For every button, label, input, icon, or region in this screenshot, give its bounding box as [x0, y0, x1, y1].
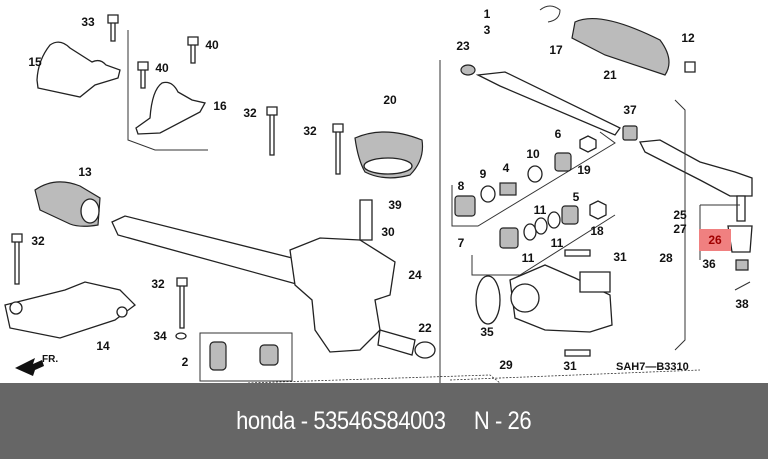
bushing-2a: [209, 341, 227, 371]
nut-19: [579, 135, 597, 153]
callout-32: 32: [303, 124, 317, 138]
bolt-40a: [187, 36, 199, 64]
nut-18: [589, 200, 607, 220]
bracket-15: [36, 41, 121, 98]
collar-7: [499, 227, 519, 249]
callout-4: 4: [503, 161, 510, 175]
callout-11: 11: [522, 251, 535, 265]
callout-14: 14: [96, 339, 110, 353]
callout-20: 20: [383, 93, 397, 107]
callout-26: 26: [708, 233, 722, 247]
mount-14: [4, 281, 136, 339]
callout-38: 38: [735, 297, 749, 311]
callout-25: 25: [673, 208, 687, 222]
bolt-32c: [11, 233, 23, 285]
bellows-21: [571, 17, 670, 76]
callout-18: 18: [590, 224, 604, 238]
callout-39: 39: [388, 198, 402, 212]
nut-37: [622, 125, 638, 141]
bracket-16: [135, 81, 206, 135]
callout-31: 31: [613, 250, 627, 264]
seal-5: [561, 205, 579, 225]
tie-rod-end: [638, 139, 753, 197]
callout-15: 15: [28, 55, 42, 69]
lock-washer-23: [460, 64, 476, 76]
seal-9: [480, 185, 496, 203]
callout-28: 28: [659, 251, 673, 265]
boot-26: [727, 225, 753, 253]
bushing-6: [554, 152, 572, 172]
callout-32: 32: [243, 106, 257, 120]
callout-29: 29: [499, 358, 513, 372]
callout-32: 32: [31, 234, 45, 248]
seal-10: [527, 165, 543, 183]
sleeve-8: [454, 195, 476, 217]
callout-40: 40: [155, 61, 169, 75]
callout-16: 16: [213, 99, 227, 113]
bolt-32d: [176, 277, 188, 329]
tie-rod-inner: [475, 71, 621, 136]
callout-10: 10: [526, 147, 540, 161]
pin-38: [734, 281, 751, 291]
callout-36: 36: [702, 257, 716, 271]
bushing-2b: [259, 344, 279, 366]
bolt-32b: [332, 123, 344, 175]
callout-2: 2: [182, 355, 189, 369]
callout-12: 12: [681, 31, 695, 45]
front-arrow-icon: [15, 358, 44, 376]
callout-23: 23: [456, 39, 470, 53]
spring-4: [499, 182, 517, 196]
callout-1: 1: [484, 7, 491, 21]
bolt-31b: [564, 349, 591, 357]
callout-22: 22: [418, 321, 432, 335]
callout-13: 13: [78, 165, 92, 179]
seal-22: [414, 341, 436, 359]
bolt-33: [107, 14, 119, 42]
callout-9: 9: [480, 167, 487, 181]
caption-bar: honda - 53546S84003 N - 26: [0, 383, 768, 459]
callout-8: 8: [458, 179, 465, 193]
callout-37: 37: [623, 103, 637, 117]
callout-33: 33: [81, 15, 95, 29]
bolt-40b: [137, 61, 149, 89]
callout-11: 11: [551, 236, 564, 250]
callout-11: 11: [534, 203, 547, 217]
callout-31: 31: [563, 359, 577, 373]
callout-40: 40: [205, 38, 219, 52]
bolt-31a: [564, 249, 591, 257]
callout-7: 7: [458, 236, 465, 250]
callout-21: 21: [603, 68, 617, 82]
callout-6: 6: [555, 127, 562, 141]
callout-35: 35: [480, 325, 494, 339]
highlight-box: [699, 229, 731, 251]
clip-12: [684, 61, 696, 73]
callout-19: 19: [577, 163, 591, 177]
o-ring-35: [475, 275, 501, 325]
clip-17: [539, 5, 561, 23]
callout-27: 27: [673, 222, 687, 236]
callout-3: 3: [484, 23, 491, 37]
callout-5: 5: [573, 190, 580, 204]
callout-24: 24: [408, 268, 422, 282]
part-caption: honda - 53546S84003 N - 26: [236, 406, 532, 435]
callout-32: 32: [151, 277, 165, 291]
bolt-32a: [266, 106, 278, 156]
diagram-parts: [4, 5, 753, 383]
diagram-code: SAH7—B3310: [616, 361, 689, 373]
callout-30: 30: [381, 225, 395, 239]
callout-34: 34: [153, 329, 167, 343]
washer-34: [175, 332, 187, 340]
front-label: FR.: [42, 354, 58, 365]
callout-17: 17: [549, 43, 563, 57]
nut-36: [735, 259, 749, 271]
motor-29: [509, 264, 613, 333]
